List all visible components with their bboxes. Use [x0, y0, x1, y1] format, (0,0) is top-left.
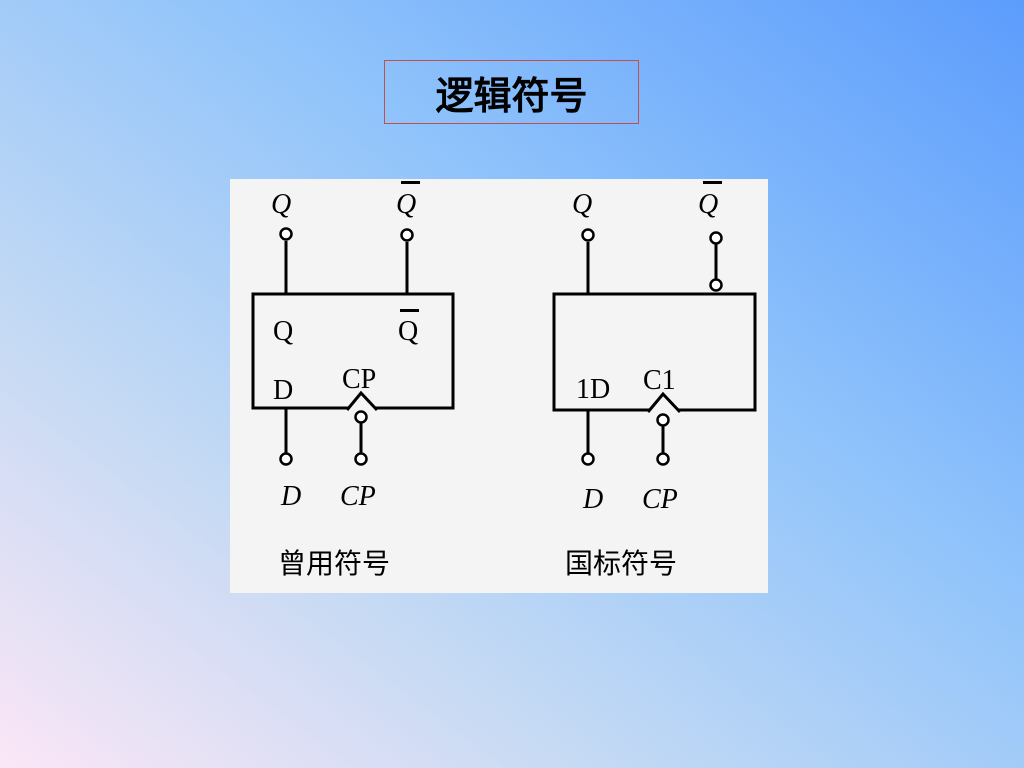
national-top-qbar-overbar: [703, 181, 722, 184]
common-top-q-label: Q: [271, 189, 292, 220]
slide-title: 逻辑符号: [384, 60, 639, 124]
national-qbar-terminal: [709, 231, 723, 245]
national-clock-triangle: [646, 391, 682, 414]
national-clock-bubble: [656, 413, 670, 427]
common-d-terminal: [279, 452, 293, 466]
common-inner-qbar-label: Q: [398, 316, 419, 347]
national-top-qbar-label: Q: [698, 189, 719, 220]
common-bottom-cp-label: CP: [340, 481, 376, 512]
diagram-panel: Q Q Q Q D CP D CP 曾用符号 Q Q 1D C1 D CP 国标…: [230, 179, 768, 593]
national-inner-d-label: 1D: [576, 374, 611, 405]
national-cp-terminal: [656, 452, 670, 466]
common-top-qbar-overbar: [401, 181, 420, 184]
national-q-terminal: [581, 228, 595, 242]
national-d-terminal: [581, 452, 595, 466]
common-inner-d-label: D: [273, 375, 294, 406]
common-clock-triangle: [345, 390, 379, 412]
common-q-terminal: [279, 227, 293, 241]
common-inner-cp-label: CP: [342, 364, 377, 395]
flip-flop-symbols-drawing: [251, 227, 757, 466]
national-bottom-d-label: D: [583, 484, 604, 515]
national-qbar-bubble: [709, 278, 723, 292]
common-top-qbar-label: Q: [396, 189, 417, 220]
common-clock-bubble: [354, 410, 368, 424]
common-inner-q-label: Q: [273, 316, 294, 347]
common-symbol-caption: 曾用符号: [278, 547, 391, 580]
national-symbol-caption: 国标符号: [565, 547, 678, 580]
national-bottom-cp-label: CP: [642, 484, 678, 515]
common-bottom-d-label: D: [281, 481, 302, 512]
national-top-q-label: Q: [572, 189, 593, 220]
common-cp-terminal: [354, 452, 368, 466]
common-qbar-terminal: [400, 228, 414, 242]
national-inner-c1-label: C1: [643, 365, 676, 396]
common-inner-qbar-overbar: [400, 309, 419, 312]
